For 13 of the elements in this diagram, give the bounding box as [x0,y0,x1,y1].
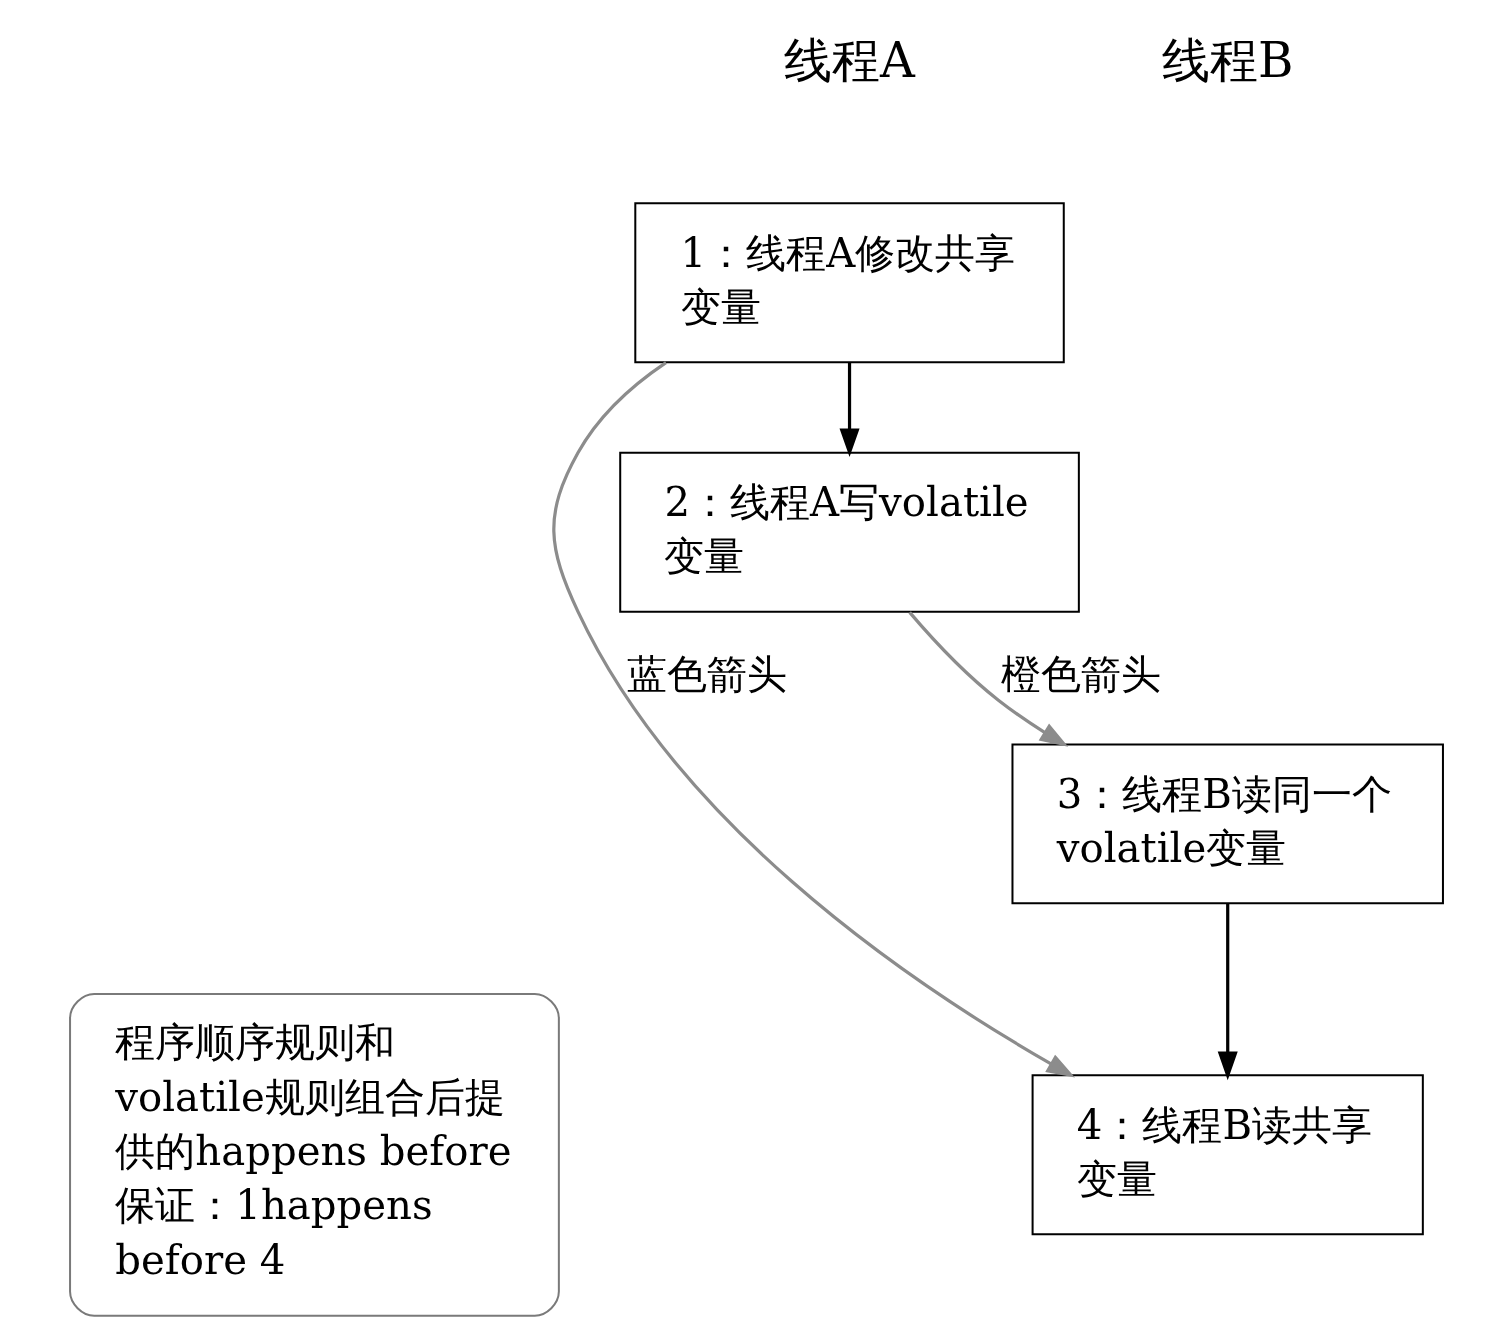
node-box: 4：线程B读共享变量 [1031,1074,1424,1236]
arrow [551,361,1075,1078]
edge-label: 蓝色箭头 [626,651,787,698]
node-box: 3：线程B读同一个volatile变量 [1010,743,1444,905]
arrow [839,362,860,458]
edge-label: 橙色箭头 [1000,651,1161,698]
node-box: 1：线程A修改共享变量 [633,202,1065,364]
node-box: 2：线程A写volatile变量 [618,451,1080,613]
arrow [1217,903,1238,1081]
label: 线程B [1161,32,1293,89]
arrow [907,611,1068,747]
label: 线程A [783,32,915,89]
node-box: 程序顺序规则和volatile规则组合后提供的happens before保证：1happens before 4 [68,992,560,1317]
